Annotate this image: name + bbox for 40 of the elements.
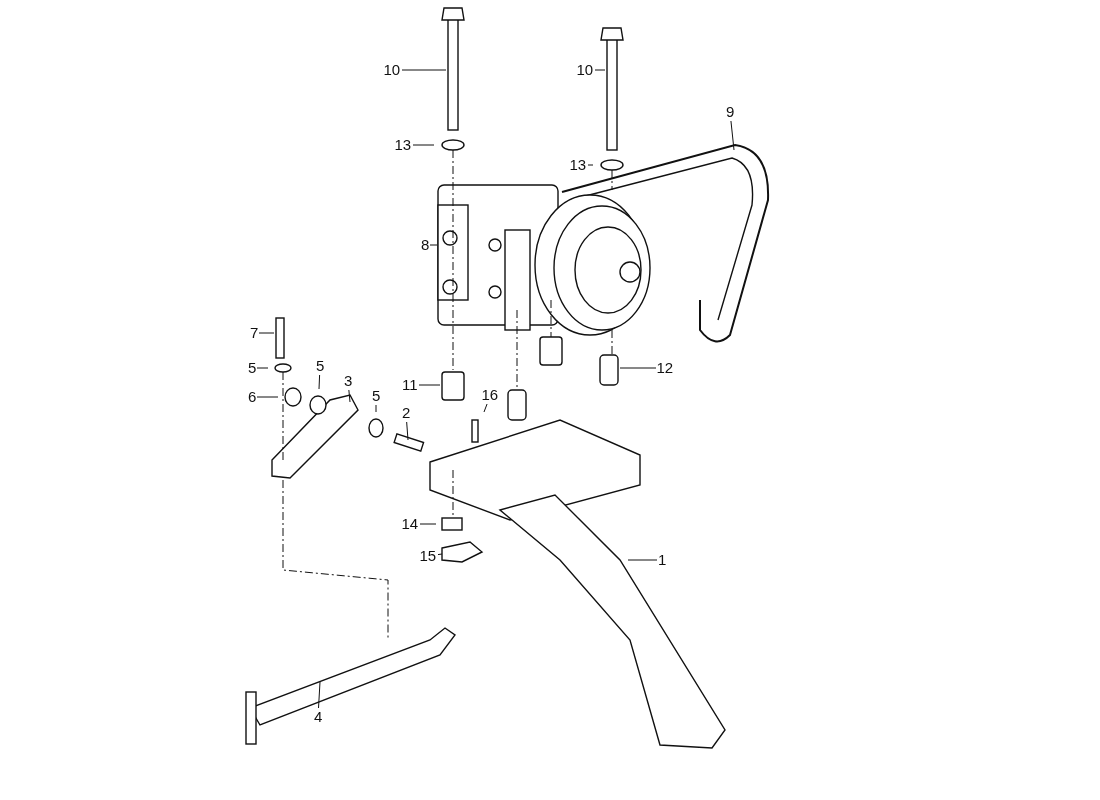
leader-line (483, 403, 488, 413)
callout-number: 8 (420, 236, 431, 254)
leader-line (406, 421, 409, 441)
callout-number: 10 (575, 61, 595, 79)
callout-number: 9 (725, 103, 736, 121)
leader-line (429, 244, 438, 246)
callout-number: 7 (249, 324, 260, 342)
leader-line (418, 384, 441, 386)
leader-line (730, 120, 735, 151)
callout-number: 13 (568, 156, 588, 174)
callout-number: 5 (371, 387, 382, 405)
callout-number: 15 (418, 547, 438, 565)
leader-line (619, 367, 657, 369)
callout-number: 5 (247, 359, 258, 377)
leader-line (318, 681, 321, 709)
leader-line (401, 69, 447, 71)
callout-number: 4 (313, 708, 324, 726)
callout-number: 6 (247, 388, 258, 406)
leader-line (437, 553, 443, 556)
leader-line (594, 69, 606, 71)
callout-number: 1 (657, 551, 668, 569)
leader-line (348, 389, 351, 403)
callout-number: 13 (393, 136, 413, 154)
leader-line (375, 404, 377, 413)
callout-number: 5 (315, 357, 326, 375)
callout-number: 2 (401, 404, 412, 422)
leader-line (256, 396, 279, 398)
leader-line (318, 374, 321, 390)
leader-line (258, 332, 275, 334)
callout-number: 14 (400, 515, 420, 533)
leader-line (412, 144, 435, 146)
leader-line (627, 559, 658, 561)
callout-number: 11 (401, 376, 419, 394)
callout-number: 10 (382, 61, 402, 79)
leader-line (587, 164, 594, 166)
callout-number: 3 (343, 372, 354, 390)
callout-number: 16 (480, 386, 500, 404)
leader-line (419, 523, 437, 525)
leader-line (256, 367, 269, 369)
callout-number: 12 (655, 359, 675, 377)
